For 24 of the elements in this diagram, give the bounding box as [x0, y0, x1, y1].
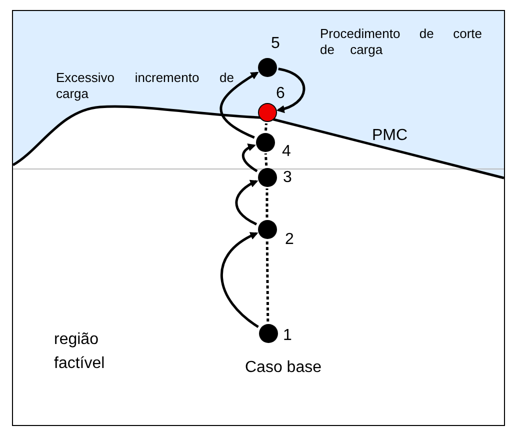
point-number: 4	[282, 142, 291, 162]
dotted-line	[266, 188, 268, 218]
point-marker	[258, 324, 278, 342]
curved-arrow	[242, 144, 258, 172]
curve-label: PMC	[372, 126, 408, 146]
curved-arrow	[220, 72, 259, 139]
curved-arrow	[235, 180, 258, 226]
point-number: 3	[283, 168, 292, 188]
point-marker	[256, 132, 274, 152]
point-caption: Caso base	[245, 358, 322, 378]
point-number: 2	[285, 230, 294, 250]
point-marker	[258, 168, 276, 186]
note-text: Procedimento de corte de carga	[320, 26, 482, 58]
point-number: 1	[283, 326, 292, 346]
point-number: 5	[271, 34, 280, 54]
curved-arrow	[220, 232, 259, 328]
curved-arrow	[276, 68, 306, 113]
point-marker	[258, 220, 276, 238]
point-number: 6	[276, 84, 285, 104]
dotted-line	[264, 123, 268, 131]
region-label: região factível	[54, 330, 106, 374]
dotted-line	[264, 153, 268, 166]
note-text: Excessivo incremento de carga	[56, 70, 234, 102]
dotted-line	[266, 240, 270, 322]
